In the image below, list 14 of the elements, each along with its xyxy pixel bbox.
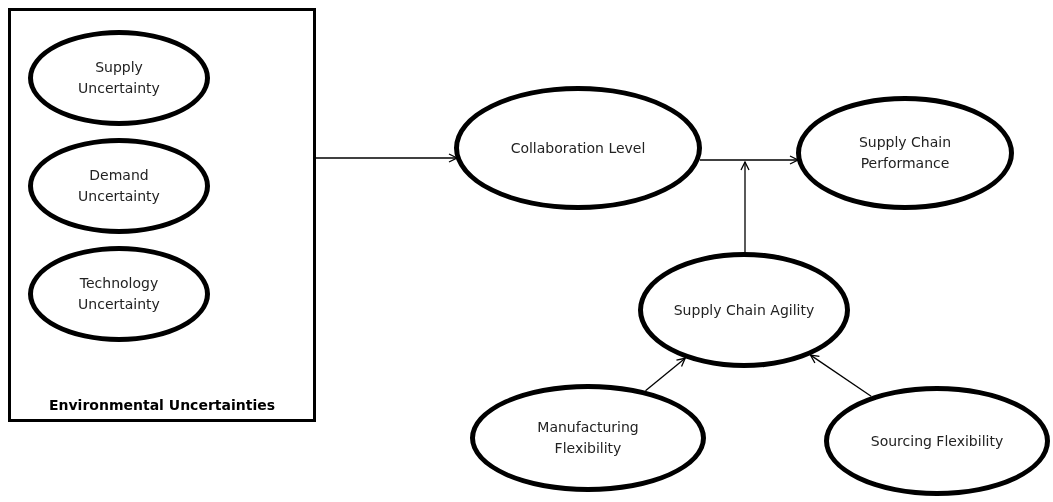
construct-label: Demand Uncertainty bbox=[77, 166, 161, 206]
construct-label: Supply Uncertainty bbox=[77, 58, 161, 98]
group-frame bbox=[8, 8, 316, 422]
construct-label: Collaboration Level bbox=[510, 138, 646, 158]
group-title: Environmental Uncertainties bbox=[47, 397, 277, 413]
construct-label: Supply Chain Performance bbox=[857, 133, 953, 173]
construct-label: Sourcing Flexibility bbox=[870, 431, 1004, 451]
construct-label: Manufacturing Flexibility bbox=[536, 418, 640, 458]
arrow bbox=[699, 155, 799, 165]
construct-label: Technology Uncertainty bbox=[77, 274, 161, 314]
arrow bbox=[809, 354, 872, 397]
arrow bbox=[315, 153, 458, 163]
construct-label: Supply Chain Agility bbox=[673, 300, 815, 320]
arrow bbox=[644, 357, 686, 392]
